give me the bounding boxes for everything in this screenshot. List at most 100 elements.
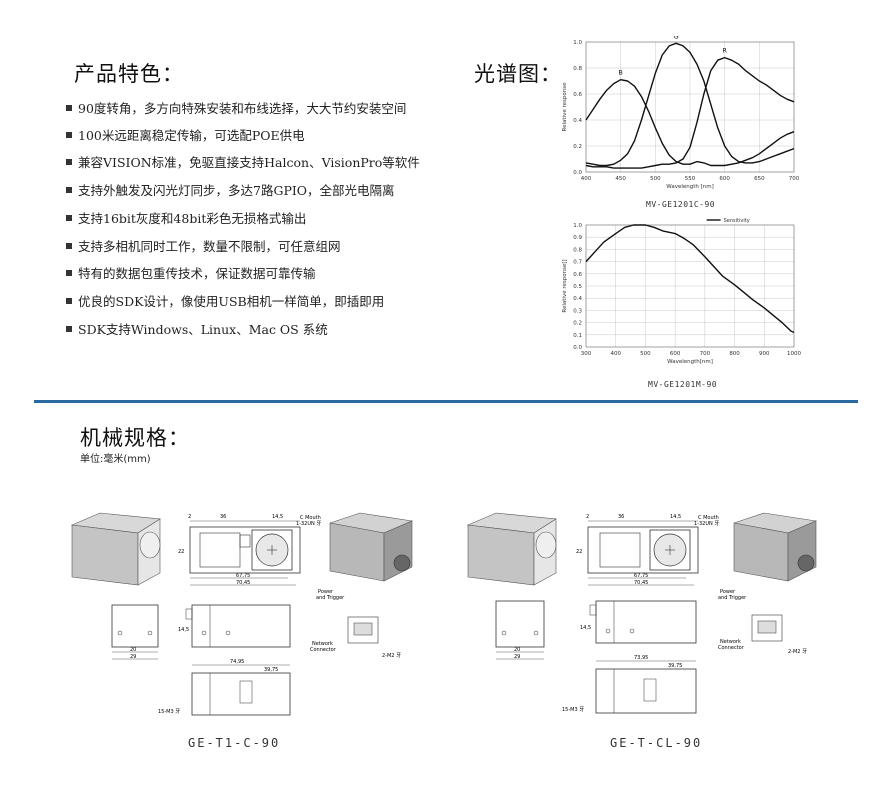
x-tick-label: 500 (640, 351, 651, 357)
dim-2: 2 (188, 514, 191, 520)
label-m3: 15-M3 牙 (158, 709, 180, 715)
legend-label: Sensitivity (724, 218, 750, 224)
label-power: Power (318, 589, 334, 595)
y-tick-label: 0.0 (573, 170, 582, 176)
x-tick-label: 500 (650, 176, 661, 182)
mech-drawing-cl: 2 36 14,5 22 67,75 70,45 C Mouth 1-32UN … (466, 512, 818, 714)
dim-70-45: 70,45 (236, 580, 250, 586)
y-tick-label: 0.3 (573, 308, 582, 314)
x-tick-label: 400 (581, 176, 592, 182)
feature-text: 优良的SDK设计，像使用USB相机一样简单，即插即用 (78, 294, 385, 309)
x-tick-label: 1000 (787, 351, 801, 357)
dim-14-5-b: 14,5 (580, 625, 591, 631)
y-tick-label: 0.8 (573, 66, 582, 72)
y-tick-label: 0.2 (573, 321, 582, 327)
section-divider (34, 400, 858, 403)
bullet-icon (66, 243, 72, 249)
feature-item: 支持多相机同时工作，数量不限制，可任意组网 (66, 236, 341, 255)
top-view: 14,5 (178, 604, 291, 648)
mech-unit: 单位:毫米(mm) (80, 454, 151, 465)
dim-67-75: 67,75 (634, 573, 648, 579)
label-network: Network (720, 639, 741, 645)
connector-view: Network Connector 2-M2 牙 (718, 614, 807, 655)
x-tick-label: 700 (700, 351, 711, 357)
bullet-icon (66, 105, 72, 111)
dim-2: 2 (586, 514, 589, 520)
x-tick-label: 400 (610, 351, 621, 357)
feature-text: 兼容VISION标准，免驱直接支持Halcon、VisionPro等软件 (78, 155, 420, 170)
feature-text: 90度转角，多方向特殊安装和布线选择，大大节约安装空间 (78, 101, 407, 116)
label-mount: C Mouth (300, 515, 321, 521)
y-tick-label: 0.6 (573, 92, 582, 98)
x-axis-label: Wavelength [nm] (666, 184, 714, 190)
color-spectrum-caption: MV-GE1201C-90 (646, 200, 716, 209)
x-tick-label: 600 (719, 176, 730, 182)
bullet-icon (66, 270, 72, 276)
label-mount-thread: 1-32UN 牙 (296, 521, 321, 527)
y-tick-label: 0.4 (573, 296, 582, 302)
feature-text: 支持16bit灰度和48bit彩色无损格式输出 (78, 211, 307, 226)
camera-iso-front: Power and Trigger (316, 512, 414, 601)
x-tick-label: 450 (615, 176, 626, 182)
feature-text: 特有的数据包重传技术，保证数据可靠传输 (78, 266, 316, 281)
dim-20: 20 (130, 647, 136, 653)
camera-iso-front: Power and Trigger (718, 512, 818, 601)
y-tick-label: 0.2 (573, 144, 582, 150)
side-view: 20 29 (111, 604, 159, 660)
label-m2: 2-M2 牙 (788, 649, 807, 655)
dim-14-5: 14,5 (670, 514, 681, 520)
feature-text: 支持外触发及闪光灯同步，多达7路GPIO，全部光电隔离 (78, 183, 395, 198)
feature-text: 100米远距离稳定传输，可选配POE供电 (78, 128, 305, 143)
x-tick-label: 600 (670, 351, 681, 357)
x-tick-label: 550 (685, 176, 696, 182)
spectrum-title: 光谱图： (474, 62, 562, 86)
feature-item: 支持外触发及闪光灯同步，多达7路GPIO，全部光电隔离 (66, 180, 395, 199)
feature-item: 90度转角，多方向特殊安装和布线选择，大大节约安装空间 (66, 98, 406, 117)
feature-item: 支持16bit灰度和48bit彩色无损格式输出 (66, 208, 306, 227)
y-tick-label: 1.0 (573, 223, 582, 229)
y-tick-label: 1.0 (573, 40, 582, 46)
series-label-b: B (618, 69, 622, 77)
y-tick-label: 0.1 (573, 333, 582, 339)
mech-drawing-c: 2 36 14,5 22 67,75 70,45 C Mouth 1-32UN … (70, 512, 414, 716)
dim-67-75: 67,75 (236, 573, 250, 579)
y-axis-label: Relative response (562, 82, 568, 132)
bottom-view: 73,95 39,75 15-M3 牙 (562, 655, 697, 714)
series-line-sensitivity (585, 224, 795, 334)
front-view: 2 36 14,5 22 67,75 70,45 C Mouth 1-32UN … (576, 514, 719, 586)
y-tick-label: 0.6 (573, 272, 582, 278)
plot-frame (585, 224, 795, 348)
mech-title: 机械规格： (80, 426, 190, 450)
top-view: 14,5 (580, 600, 697, 644)
x-tick-label: 650 (754, 176, 765, 182)
dim-14-5-b: 14,5 (178, 627, 189, 633)
x-axis-label: Wavelength[nm] (667, 359, 713, 365)
dim-22: 22 (178, 549, 184, 555)
label-power: Power (720, 589, 736, 595)
series-line-b (585, 79, 795, 167)
dim-36: 36 (220, 514, 226, 520)
label-mount-thread: 1-32UN 牙 (694, 521, 719, 527)
feature-item: SDK支持Windows、Linux、Mac OS 系统 (66, 319, 328, 338)
feature-item: 100米远距离稳定传输，可选配POE供电 (66, 125, 305, 144)
dim-36: 36 (618, 514, 624, 520)
label-trigger: and Trigger (718, 595, 747, 601)
bullet-icon (66, 132, 72, 138)
series-line-r (585, 56, 795, 169)
model-label-c: GE-T1-C-90 (188, 736, 281, 750)
feature-item: 兼容VISION标准，免驱直接支持Halcon、VisionPro等软件 (66, 152, 420, 171)
dim-14-5: 14,5 (272, 514, 283, 520)
feature-item: 优良的SDK设计，像使用USB相机一样简单，即插即用 (66, 291, 384, 310)
connector-view: Network Connector 2-M2 牙 (310, 616, 401, 659)
bullet-icon (66, 298, 72, 304)
x-tick-label: 800 (729, 351, 740, 357)
model-label-cl: GE-T-CL-90 (610, 736, 703, 750)
dim-29: 29 (130, 654, 136, 660)
bullet-icon (66, 187, 72, 193)
y-tick-label: 0.5 (573, 284, 582, 290)
bullet-icon (66, 215, 72, 221)
y-tick-label: 0.0 (573, 345, 582, 351)
series-line-g (585, 42, 795, 167)
